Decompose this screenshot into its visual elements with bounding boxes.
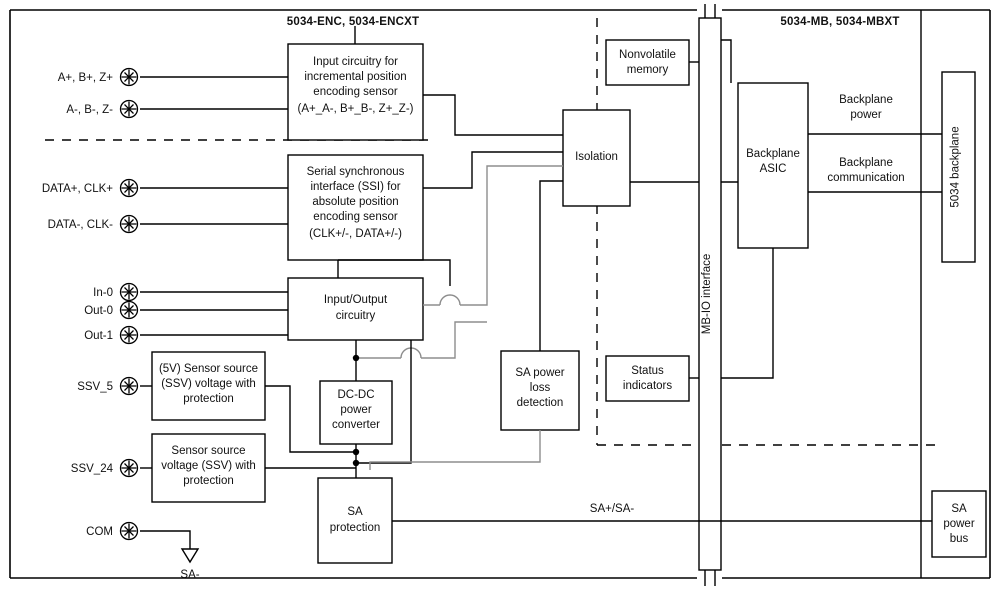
block-ssv5-line-0: (5V) Sensor source bbox=[159, 363, 258, 375]
block-ssv5-protection[interactable] bbox=[151, 351, 266, 421]
wire-sa-loss-to-isolation bbox=[539, 180, 563, 351]
block-dcdc-line-1: power bbox=[340, 404, 371, 416]
block-mb-io-interface[interactable] bbox=[698, 17, 722, 571]
pin-label-in-0: In-0 bbox=[93, 287, 113, 299]
pin-label-data-clk-minus: DATA-, CLK- bbox=[48, 219, 114, 231]
block-ssv5-line-1: (SSV) voltage with bbox=[161, 378, 256, 390]
block-ssv5-line-2: protection bbox=[183, 393, 234, 405]
block-sa-protection[interactable] bbox=[317, 477, 393, 564]
connector-pin-com[interactable] bbox=[119, 521, 139, 541]
block-nonvolatile-memory[interactable] bbox=[605, 39, 690, 86]
block-asic-line-1: ASIC bbox=[760, 163, 787, 175]
pin-label-ssv-24: SSV_24 bbox=[71, 463, 114, 475]
label-sa-bus: SA+/SA- bbox=[590, 503, 635, 515]
connector-pin-ssv-24[interactable] bbox=[119, 458, 139, 478]
wire-io-right-down bbox=[356, 340, 412, 464]
section-title-enc: 5034-ENC, 5034-ENCXT bbox=[287, 16, 419, 28]
block-5034-backplane[interactable] bbox=[941, 71, 976, 263]
block-sa-loss-line-1: loss bbox=[530, 382, 551, 394]
block-dcdc-line-0: DC-DC bbox=[337, 389, 374, 401]
wires-input bbox=[140, 76, 288, 469]
block-nvm-line-1: memory bbox=[627, 64, 669, 76]
connector-terminals bbox=[119, 67, 139, 541]
block-sa-power-bus[interactable] bbox=[931, 490, 987, 558]
diagram-outer-border bbox=[9, 9, 991, 579]
wire-com-to-ground bbox=[140, 530, 200, 564]
block-ssi[interactable] bbox=[287, 154, 424, 261]
block-isolation-label: Isolation bbox=[575, 151, 618, 163]
block-ssi-line-4: (CLK+/-, DATA+/-) bbox=[309, 228, 402, 240]
wire-mbio-to-asic-bottom bbox=[721, 248, 774, 379]
connector-pin-data-clk-plus[interactable] bbox=[119, 178, 139, 198]
block-asic-line-0: Backplane bbox=[746, 148, 800, 160]
block-sa-bus-line-0: SA bbox=[951, 503, 967, 515]
block-incremental-input-line-1: incremental position bbox=[304, 71, 406, 83]
block-ssv24-line-0: Sensor source bbox=[171, 445, 245, 457]
wire-ssv5-to-bus bbox=[265, 385, 356, 453]
label-sa-minus: SA- bbox=[180, 569, 199, 581]
block-mb-io-label: MB-IO interface bbox=[701, 254, 713, 335]
wire-mbio-to-asic-top bbox=[721, 39, 732, 83]
block-isolation[interactable] bbox=[562, 109, 631, 207]
block-status-line-0: Status bbox=[631, 365, 664, 377]
block-status-indicators[interactable] bbox=[605, 355, 690, 402]
junction-dot-sa-in bbox=[352, 459, 360, 467]
block-sa-power-loss-detection[interactable] bbox=[500, 350, 580, 431]
pin-label-ssv-5: SSV_5 bbox=[77, 381, 113, 393]
section-title-mb: 5034-MB, 5034-MBXT bbox=[780, 16, 899, 28]
connector-pin-data-clk-minus[interactable] bbox=[119, 214, 139, 234]
block-dcdc-line-2: converter bbox=[332, 419, 380, 431]
block-backplane-asic[interactable] bbox=[737, 82, 809, 249]
pin-label-com: COM bbox=[86, 526, 113, 538]
block-sa-protection-line-1: protection bbox=[330, 522, 381, 534]
pin-label-data-clk-plus: DATA+, CLK+ bbox=[42, 183, 113, 195]
block-status-line-1: indicators bbox=[623, 380, 672, 392]
block-incremental-input-line-0: Input circuitry for bbox=[313, 56, 398, 68]
block-sa-loss-line-2: detection bbox=[517, 397, 564, 409]
wire-io-to-isolation-gray bbox=[423, 165, 563, 306]
label-backplane-comm-line-0: Backplane bbox=[839, 157, 893, 169]
block-io-circuitry[interactable] bbox=[287, 277, 424, 341]
wires-encoder-to-isolation bbox=[423, 94, 699, 189]
block-ssi-line-3: encoding sensor bbox=[313, 211, 398, 223]
junction-dot-dcdc-in bbox=[352, 354, 360, 362]
pin-label-a-b-z-minus: A-, B-, Z- bbox=[66, 104, 113, 116]
pin-label-a-b-z-plus: A+, B+, Z+ bbox=[58, 72, 114, 84]
block-io-line-1: circuitry bbox=[336, 310, 376, 322]
label-backplane-power-line-1: power bbox=[850, 109, 881, 121]
block-io-line-0: Input/Output bbox=[324, 294, 388, 306]
block-ssv24-protection[interactable] bbox=[151, 433, 266, 503]
connector-pin-out-1[interactable] bbox=[119, 325, 139, 345]
connector-pin-out-0[interactable] bbox=[119, 300, 139, 320]
block-ssi-line-2: absolute position bbox=[312, 196, 398, 208]
block-sa-bus-line-2: bus bbox=[950, 533, 969, 545]
block-incremental-input-line-3: (A+_A-, B+_B-, Z+_Z-) bbox=[298, 103, 414, 115]
pin-label-out-1: Out-1 bbox=[84, 330, 113, 342]
connector-pin-ssv-5[interactable] bbox=[119, 376, 139, 396]
block-incremental-input-line-2: encoding sensor bbox=[313, 86, 398, 98]
block-ssi-line-1: interface (SSI) for bbox=[310, 181, 400, 193]
block-sa-loss-line-0: SA power bbox=[515, 367, 564, 379]
wire-ssi-to-right bbox=[338, 259, 451, 286]
connector-pin-a-b-z-plus[interactable] bbox=[119, 67, 139, 87]
connector-pin-a-b-z-minus[interactable] bbox=[119, 99, 139, 119]
label-backplane-power-line-0: Backplane bbox=[839, 94, 893, 106]
connector-pin-in-0[interactable] bbox=[119, 282, 139, 302]
label-backplane-comm-line-1: communication bbox=[827, 172, 904, 184]
block-backplane-label: 5034 backplane bbox=[950, 126, 962, 207]
pin-label-out-0: Out-0 bbox=[84, 305, 113, 317]
block-nvm-line-0: Nonvolatile bbox=[619, 49, 676, 61]
block-sa-bus-line-1: power bbox=[943, 518, 974, 530]
block-ssv24-line-1: voltage (SSV) with bbox=[161, 460, 256, 472]
wire-sa-loss-gray bbox=[369, 430, 541, 470]
block-sa-protection-line-0: SA bbox=[347, 506, 363, 518]
block-ssv24-line-2: protection bbox=[183, 475, 234, 487]
block-ssi-line-0: Serial synchronous bbox=[307, 166, 405, 178]
